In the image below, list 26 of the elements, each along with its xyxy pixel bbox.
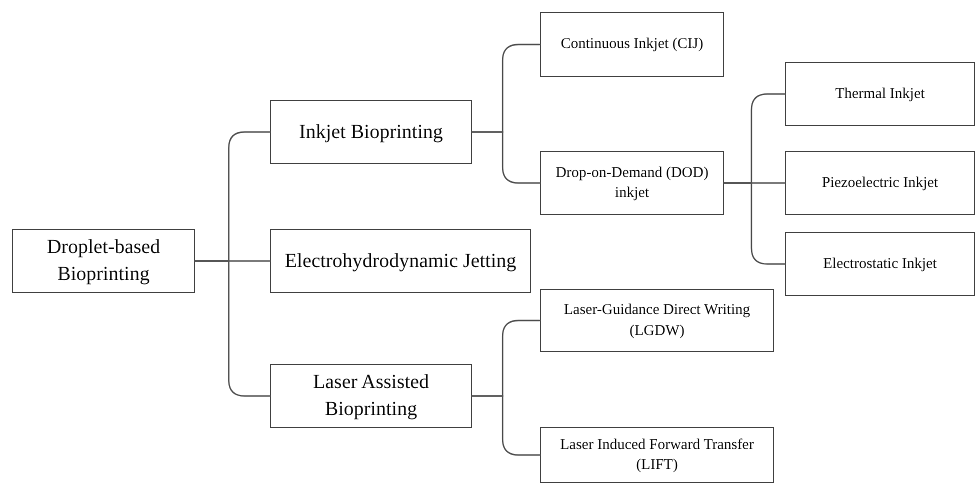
- category-box: [270, 229, 531, 293]
- bracket-connector: [724, 182, 785, 265]
- category-box: [540, 289, 774, 352]
- box-label: Inkjet Bioprinting: [299, 120, 443, 144]
- box-label: Drop-on-Demand (DOD) inkjet: [554, 164, 710, 203]
- category-box: [12, 229, 195, 293]
- box-label: Laser-Guidance Direct Writing (LGDW): [562, 301, 752, 340]
- category-box: [540, 427, 774, 483]
- box-label: Continuous Inkjet (CIJ): [560, 35, 704, 54]
- category-box: [540, 151, 724, 215]
- category-box: [270, 364, 472, 428]
- box-label: Laser Assisted Bioprinting: [312, 370, 430, 422]
- box-label: Droplet-based Bioprinting: [46, 235, 162, 287]
- category-box: [785, 232, 975, 296]
- bracket-connector: [472, 131, 540, 184]
- category-box: [270, 100, 472, 164]
- category-box: [540, 12, 724, 77]
- box-label: Laser Induced Forward Transfer (LIFT): [559, 436, 755, 475]
- box-label: Electrostatic Inkjet: [823, 254, 937, 274]
- bracket-connector: [472, 395, 540, 456]
- box-label: Piezoelectric Inkjet: [822, 174, 938, 193]
- category-box: [785, 151, 975, 215]
- box-label: Thermal Inkjet: [835, 84, 925, 104]
- category-box: [785, 62, 975, 126]
- bracket-connector: [195, 260, 270, 397]
- box-label: Electrohydrodynamic Jetting: [284, 248, 516, 274]
